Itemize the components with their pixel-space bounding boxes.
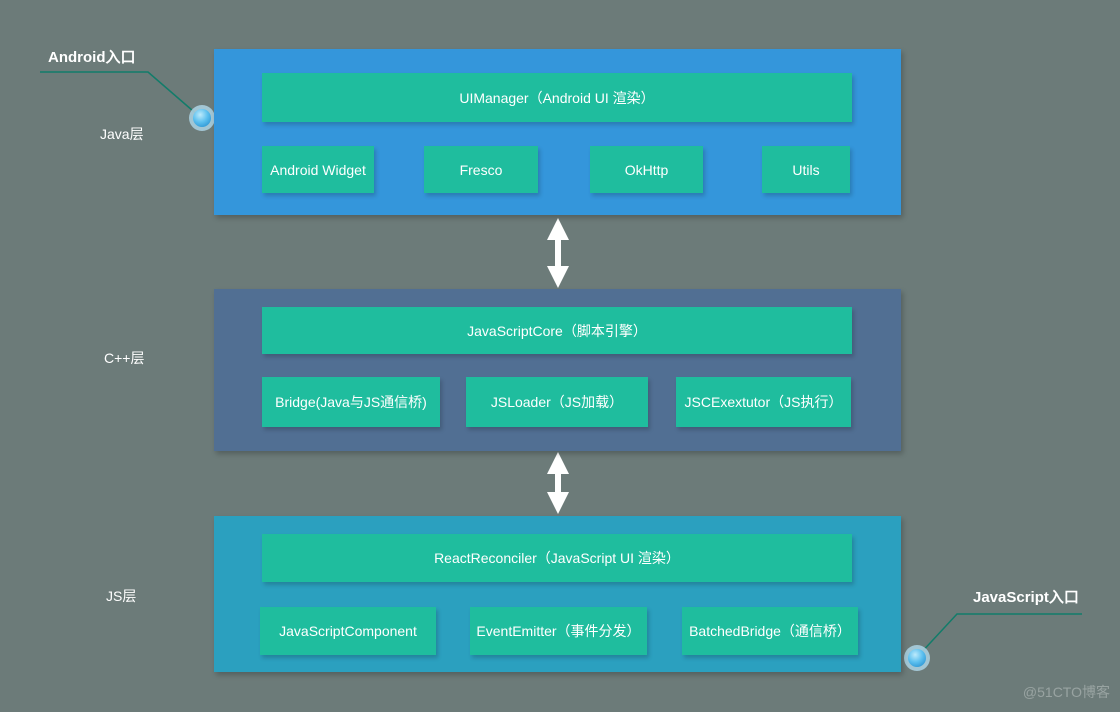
java-layer-box: UIManager（Android UI 渲染） Android Widget … — [214, 49, 901, 215]
cpp-layer-label: C++层 — [104, 350, 145, 366]
module-bridge: Bridge(Java与JS通信桥) — [262, 377, 440, 427]
java-cpp-arrow-icon — [547, 218, 569, 288]
reactreconciler-box: ReactReconciler（JavaScript UI 渲染） — [262, 534, 852, 582]
android-entry-line — [40, 71, 201, 118]
module-android-widget: Android Widget — [262, 146, 374, 193]
javascriptcore-box: JavaScriptCore（脚本引擎） — [262, 307, 852, 354]
android-entry-label: Android入口 — [48, 49, 136, 66]
js-layer-label: JS层 — [106, 588, 137, 604]
module-batchedbridge: BatchedBridge（通信桥） — [682, 607, 858, 655]
android-entry-dot — [189, 105, 215, 131]
module-okhttp: OkHttp — [590, 146, 703, 193]
module-eventemitter: EventEmitter（事件分发） — [470, 607, 647, 655]
js-layer-box: ReactReconciler（JavaScript UI 渲染） JavaSc… — [214, 516, 901, 672]
java-layer-label: Java层 — [100, 126, 144, 142]
module-utils: Utils — [762, 146, 850, 193]
cpp-js-arrow-icon — [547, 452, 569, 514]
module-jscexextutor: JSCExextutor（JS执行） — [676, 377, 851, 427]
module-javascriptcomponent: JavaScriptComponent — [260, 607, 436, 655]
javascript-entry-dot — [904, 645, 930, 671]
uimanager-box: UIManager（Android UI 渲染） — [262, 73, 852, 122]
watermark: @51CTO博客 — [1022, 684, 1110, 700]
module-jsloader: JSLoader（JS加载） — [466, 377, 648, 427]
cpp-layer-box: JavaScriptCore（脚本引擎） Bridge(Java与JS通信桥) … — [214, 289, 901, 451]
module-fresco: Fresco — [424, 146, 538, 193]
javascript-entry-label: JavaScript入口 — [973, 589, 1079, 606]
javascript-entry-line — [918, 613, 1082, 656]
